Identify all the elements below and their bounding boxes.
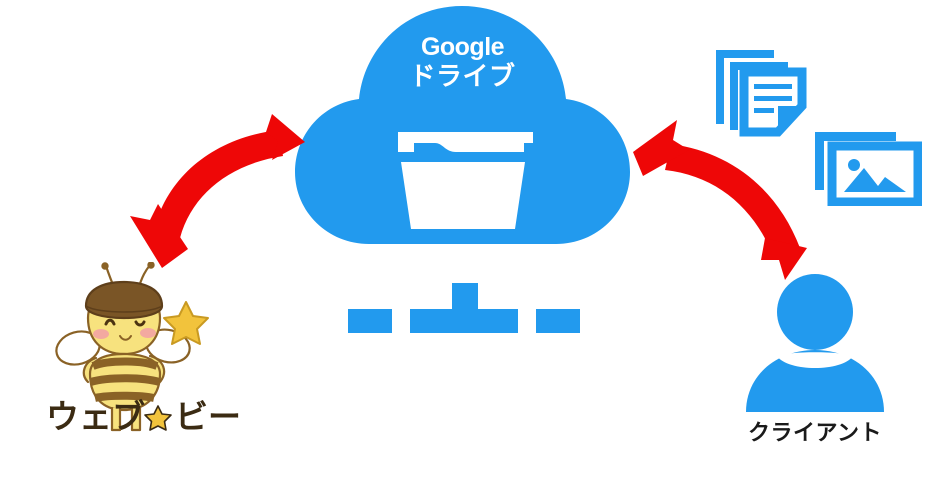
arrow-client-to-cloud — [625, 108, 855, 283]
network-hub-svg — [348, 283, 580, 333]
label-star-icon — [144, 405, 172, 431]
bee-illustration — [55, 261, 209, 432]
web-bee-label-text2: ビー — [175, 398, 241, 435]
open-folder-icon — [398, 132, 533, 229]
document-stack-icon — [712, 40, 808, 138]
web-bee-label-svg: ウェブ ビー — [46, 398, 241, 435]
google-drive-cloud: Google ドライブ — [285, 0, 640, 260]
web-bee-mascot: ウェブ ビー — [38, 261, 253, 452]
web-bee-label: ウェブ ビー — [38, 392, 253, 445]
person-avatar-icon — [746, 274, 884, 412]
arrow-left-svg — [130, 114, 305, 268]
image-stack-icon — [812, 126, 923, 207]
arrow-cloud-to-webbee — [100, 108, 330, 273]
web-bee-label-text1: ウェブ — [46, 398, 145, 435]
arrow-right-svg — [633, 120, 807, 280]
sparkle-star-icon — [163, 301, 209, 345]
client-label: クライアント — [747, 420, 883, 445]
cloud-shape — [295, 6, 630, 244]
document-stack-svg — [716, 50, 807, 137]
network-hub-shape — [348, 283, 580, 333]
client-person: クライアント — [730, 272, 900, 457]
image-stack-svg — [815, 132, 923, 207]
